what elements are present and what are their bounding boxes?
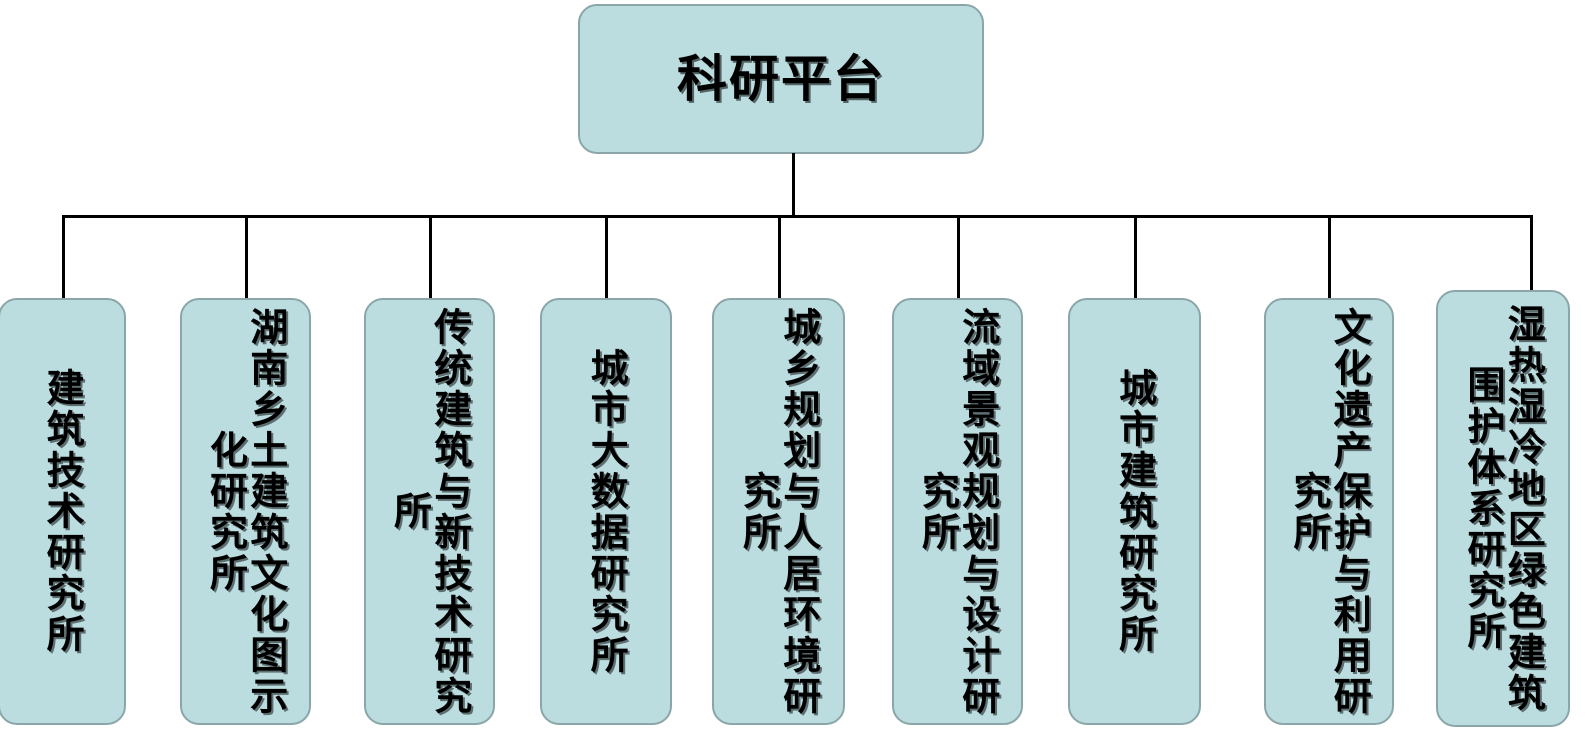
connector-root-stem	[792, 153, 795, 217]
child-node-5-label: 城乡规划与人居环境研究所	[736, 306, 821, 717]
connector-drop-7	[1134, 215, 1137, 300]
connector-horizontal-bus	[62, 215, 1532, 218]
child-node-3[interactable]: 传统建筑与新技术研究所	[364, 298, 495, 725]
child-node-9[interactable]: 湿热湿冷地区绿色建筑围护体系研究所	[1436, 290, 1570, 727]
child-node-1-label: 建筑技术研究所	[40, 368, 85, 655]
connector-drop-4	[605, 215, 608, 300]
child-node-6-label: 流域景观规划与设计研究所	[915, 306, 1000, 717]
child-node-8-label: 文化遗产保护与利用研究所	[1287, 306, 1372, 717]
child-node-2-label: 湖南乡土建筑文化图示化研究所	[203, 306, 288, 717]
child-node-4[interactable]: 城市大数据研究所	[540, 298, 672, 725]
child-node-8[interactable]: 文化遗产保护与利用研究所	[1264, 298, 1394, 725]
connector-drop-6	[957, 215, 960, 300]
connector-drop-8	[1328, 215, 1331, 300]
child-node-9-label: 湿热湿冷地区绿色建筑围护体系研究所	[1461, 303, 1546, 714]
connector-drop-5	[778, 215, 781, 300]
child-node-4-label: 城市大数据研究所	[584, 347, 629, 676]
child-node-7[interactable]: 城市建筑研究所	[1068, 298, 1201, 725]
connector-drop-9	[1530, 215, 1533, 291]
child-node-3-label: 传统建筑与新技术研究所	[387, 306, 472, 717]
connector-drop-1	[62, 215, 65, 300]
root-node-label: 科研平台	[677, 50, 885, 108]
root-node-research-platform[interactable]: 科研平台	[578, 4, 984, 154]
child-node-6[interactable]: 流域景观规划与设计研究所	[892, 298, 1023, 725]
child-node-7-label: 城市建筑研究所	[1112, 368, 1157, 655]
child-node-5[interactable]: 城乡规划与人居环境研究所	[712, 298, 845, 725]
connector-drop-2	[245, 215, 248, 300]
child-node-2[interactable]: 湖南乡土建筑文化图示化研究所	[180, 298, 311, 725]
child-node-1[interactable]: 建筑技术研究所	[0, 298, 126, 725]
connector-drop-3	[429, 215, 432, 300]
